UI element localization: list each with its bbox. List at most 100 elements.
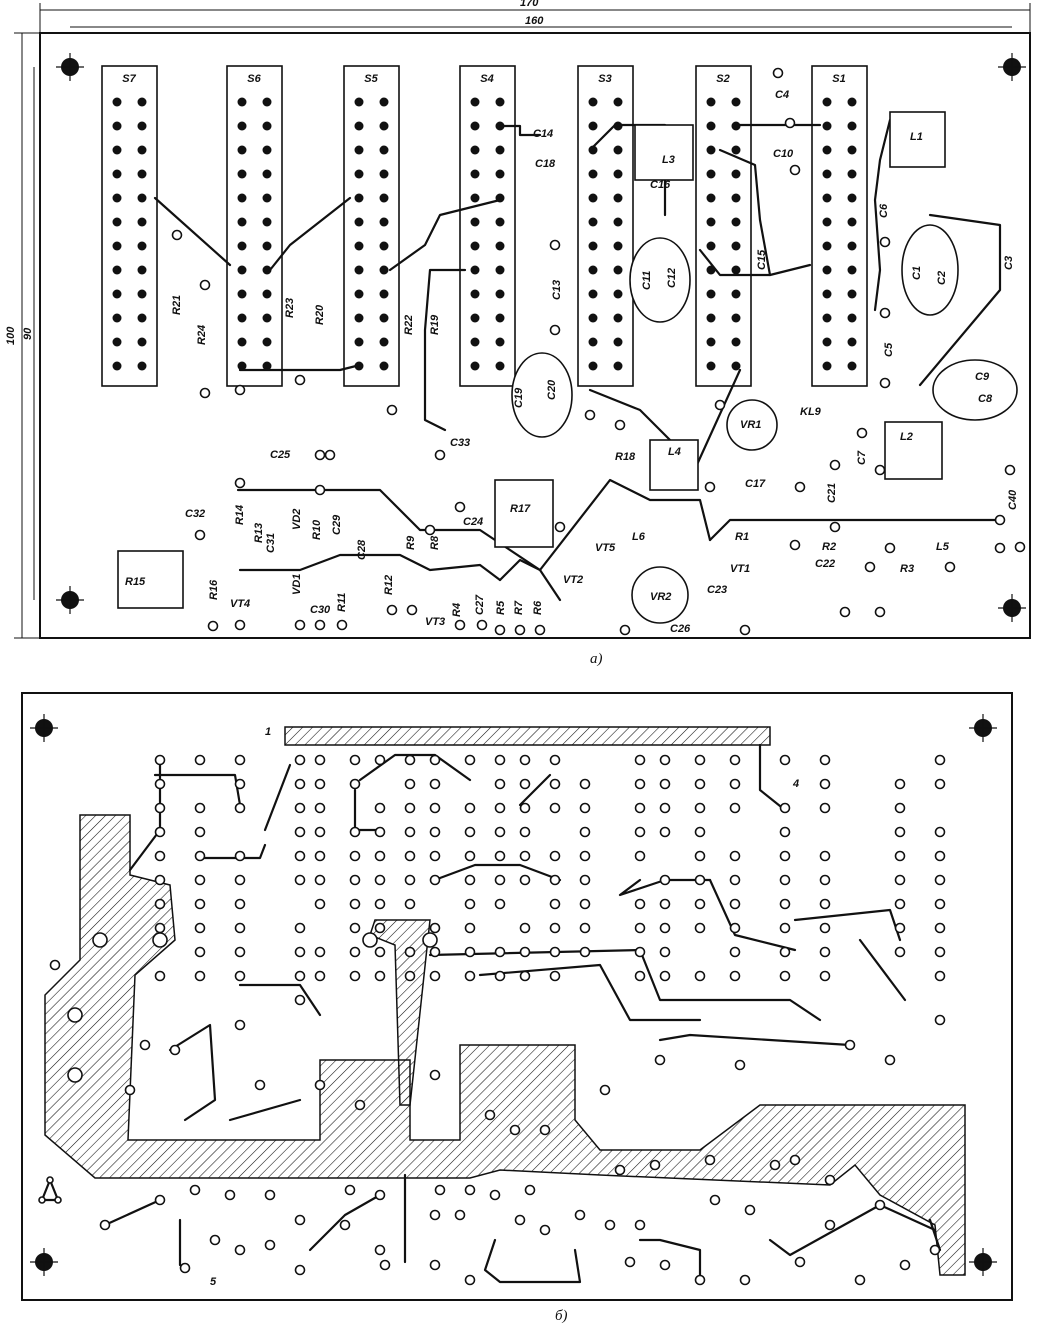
pad xyxy=(819,802,831,814)
pad xyxy=(137,169,147,179)
mounting-hole-icon xyxy=(56,53,1026,622)
pad xyxy=(374,898,386,910)
pad xyxy=(729,850,741,862)
pad xyxy=(137,265,147,275)
pad xyxy=(934,778,946,790)
pad xyxy=(234,874,246,886)
pad xyxy=(262,97,272,107)
pad xyxy=(874,1199,886,1211)
pad xyxy=(429,1069,441,1081)
pad xyxy=(519,946,531,958)
connector-label: S6 xyxy=(247,73,261,85)
pad xyxy=(470,217,480,227)
component-label-c7: C7 xyxy=(856,450,868,465)
pad xyxy=(207,620,219,632)
pad xyxy=(137,217,147,227)
pad xyxy=(194,529,206,541)
pad xyxy=(494,946,506,958)
pad xyxy=(847,97,857,107)
pad xyxy=(634,826,646,838)
component-label-c31: C31 xyxy=(265,533,277,553)
pad xyxy=(314,970,326,982)
pad xyxy=(899,1259,911,1271)
pad xyxy=(354,313,364,323)
pad xyxy=(495,169,505,179)
pad xyxy=(494,754,506,766)
pad xyxy=(112,337,122,347)
pad xyxy=(379,289,389,299)
pad xyxy=(495,265,505,275)
pad xyxy=(894,874,906,886)
pad xyxy=(374,850,386,862)
pad xyxy=(549,874,561,886)
component-label-c33: C33 xyxy=(450,437,470,449)
figure-caption-a: а) xyxy=(590,651,603,667)
pad xyxy=(234,619,246,631)
pad xyxy=(237,241,247,251)
component-label-kl9: KL9 xyxy=(800,406,822,418)
pad xyxy=(706,97,716,107)
pad xyxy=(884,1054,896,1066)
pad xyxy=(264,1189,276,1201)
pad xyxy=(739,1274,751,1286)
pad xyxy=(588,337,598,347)
component-label-l5: L5 xyxy=(936,541,950,553)
pad xyxy=(152,932,168,948)
component-label-c3: C3 xyxy=(1003,256,1015,270)
pad xyxy=(262,217,272,227)
pad xyxy=(294,826,306,838)
pad xyxy=(514,624,526,636)
pad xyxy=(847,193,857,203)
pad xyxy=(879,377,891,389)
pad xyxy=(704,1154,716,1166)
component-label-r1: R1 xyxy=(735,531,749,543)
connector-label: S2 xyxy=(716,73,729,85)
component-label-r13: R13 xyxy=(253,523,265,543)
component-label-r5: R5 xyxy=(495,600,507,615)
pad xyxy=(856,427,868,439)
pad xyxy=(379,217,389,227)
component-label-c26: C26 xyxy=(670,623,691,635)
pad xyxy=(354,289,364,299)
pad xyxy=(464,1184,476,1196)
pad xyxy=(794,1256,806,1268)
pad xyxy=(324,449,336,461)
pad xyxy=(847,313,857,323)
component-label-c30: C30 xyxy=(310,604,331,616)
pad xyxy=(379,265,389,275)
component-label-r2: R2 xyxy=(822,541,836,553)
dimension-hole-height: 90 xyxy=(22,327,34,340)
pad xyxy=(154,1194,166,1206)
pad xyxy=(224,1189,236,1201)
pad xyxy=(579,826,591,838)
pad xyxy=(731,121,741,131)
pad xyxy=(588,265,598,275)
pad xyxy=(694,970,706,982)
pad xyxy=(137,337,147,347)
pad xyxy=(694,778,706,790)
component-label-r15: R15 xyxy=(125,576,146,588)
component-label-vt4: VT4 xyxy=(230,598,250,610)
pad xyxy=(847,361,857,371)
pad xyxy=(294,970,306,982)
pad xyxy=(379,193,389,203)
pad xyxy=(234,922,246,934)
pad xyxy=(731,337,741,347)
pad xyxy=(519,754,531,766)
pad xyxy=(262,313,272,323)
pad xyxy=(1004,464,1016,476)
ground-pour xyxy=(44,814,966,1276)
pad xyxy=(829,459,841,471)
pad xyxy=(709,1194,721,1206)
pad xyxy=(137,289,147,299)
pad xyxy=(234,1019,246,1031)
pad xyxy=(714,399,726,411)
pad xyxy=(495,337,505,347)
pad xyxy=(822,169,832,179)
pad xyxy=(209,1234,221,1246)
pad xyxy=(494,624,506,636)
pad xyxy=(549,898,561,910)
pad xyxy=(729,970,741,982)
pad xyxy=(404,778,416,790)
